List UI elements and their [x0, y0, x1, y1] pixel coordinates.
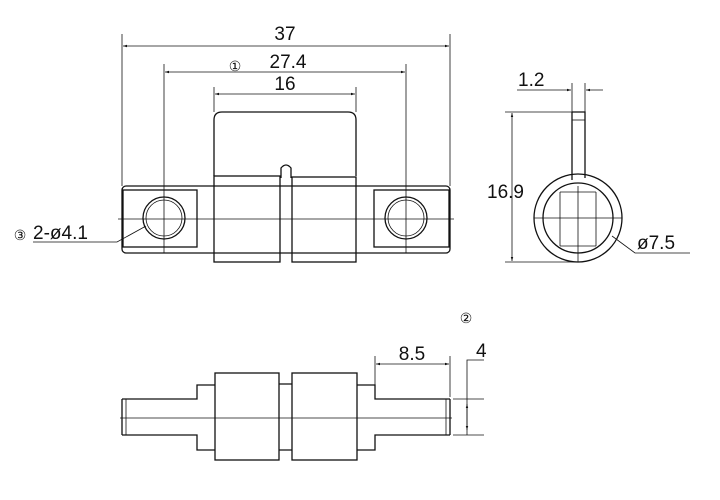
dim-leaf-thickness: 1.2 [518, 70, 544, 91]
side-view: 1.2 16.9 ø7.5 [487, 70, 690, 263]
dim-overall-length: 37 [274, 24, 295, 45]
left-mount-pad [122, 189, 198, 248]
leaf-strip [571, 111, 586, 180]
hole-leader [33, 225, 147, 243]
marker-2: ② [460, 310, 473, 326]
left-pin [121, 384, 215, 451]
dim-height: 16.9 [487, 182, 524, 203]
dim-pin-length: 8.5 [399, 344, 425, 365]
right-knuckle [291, 176, 357, 263]
dim-knuckle-length: 16 [274, 74, 295, 95]
left-knuckle [213, 175, 281, 263]
right-pin [357, 384, 451, 451]
right-knuckle-bottom [291, 372, 358, 461]
bottom-view: ② 8.5 4 [120, 310, 487, 461]
left-knuckle-bottom [214, 372, 280, 461]
marker-3: ③ [14, 227, 27, 243]
dim-pin-diameter: 4 [476, 341, 487, 362]
right-mount-pad [373, 189, 450, 248]
hinge-leaf [121, 185, 451, 254]
upper-leaf [213, 111, 357, 176]
front-view: 37 ① 27.4 16 ③ 2-ø4.1 [14, 24, 454, 263]
dim-knuckle-diameter: ø7.5 [637, 233, 675, 254]
dim-hole-spacing: 27.4 [270, 52, 307, 73]
hole-label: 2-ø4.1 [33, 223, 88, 244]
tab [280, 164, 292, 178]
marker-1: ① [229, 58, 242, 74]
